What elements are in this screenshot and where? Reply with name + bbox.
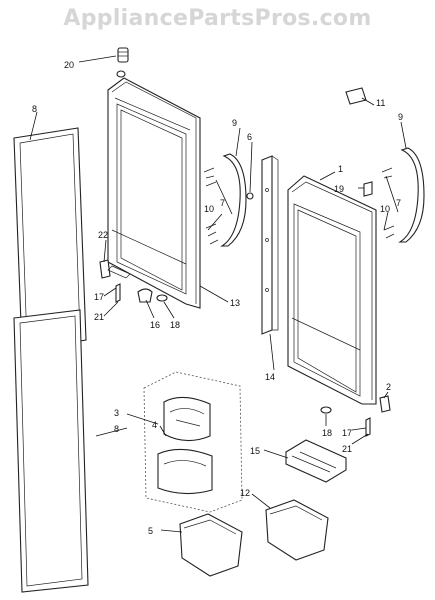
center-hinge-rail (261, 155, 279, 335)
right-door-assembly (287, 175, 377, 405)
callout-12: 12 (240, 488, 250, 498)
callout-15: 15 (250, 446, 260, 456)
callout-11: 11 (376, 98, 385, 108)
callout-4: 4 (152, 420, 157, 430)
top-hinge-pin (116, 47, 129, 78)
handle-mount-screw (246, 192, 254, 200)
right-handle-screws (381, 167, 395, 239)
callout-17-right: 17 (342, 428, 352, 438)
callout-2: 2 (386, 382, 391, 392)
callout-19: 19 (334, 184, 344, 194)
callout-6: 6 (247, 132, 252, 142)
callout-10-left: 10 (204, 204, 214, 214)
callout-8-lower: 8 (114, 424, 119, 434)
callout-9-right: 9 (398, 112, 403, 122)
callout-21-left: 21 (94, 312, 104, 322)
callout-21-right: 21 (342, 444, 352, 454)
callout-10-right: 10 (380, 204, 390, 214)
callout-18-right: 18 (322, 428, 332, 438)
left-door-handle (220, 153, 247, 247)
callout-8-upper: 8 (32, 104, 37, 114)
lower-door-gasket (13, 309, 89, 593)
leader-lines (29, 55, 407, 533)
callout-18-left: 18 (170, 320, 180, 330)
right-door-handle (398, 147, 425, 243)
dairy-bin-assembly (143, 371, 243, 513)
callout-14: 14 (265, 372, 275, 382)
callout-7-left: 7 (220, 198, 225, 208)
right-hinge-bushing (363, 181, 373, 197)
callout-9-left: 9 (232, 118, 237, 128)
callout-3: 3 (114, 408, 119, 418)
door-shelf-support (285, 439, 347, 483)
callout-13: 13 (230, 298, 240, 308)
door-label (345, 87, 367, 105)
callout-7-right: 7 (396, 198, 401, 208)
callout-1: 1 (338, 164, 343, 174)
callout-17-left: 17 (94, 292, 104, 302)
callout-16: 16 (150, 320, 160, 330)
right-door-bin (265, 499, 329, 561)
watermark: AppliancePartsPros.com (63, 6, 372, 31)
callout-20: 20 (64, 60, 74, 70)
left-door-assembly (107, 77, 201, 309)
left-door-bin (179, 513, 243, 577)
callout-5: 5 (148, 526, 153, 536)
left-bottom-hinge-hardware (99, 259, 168, 303)
callout-22: 22 (98, 230, 108, 240)
right-bottom-hinge-hardware (320, 395, 391, 437)
